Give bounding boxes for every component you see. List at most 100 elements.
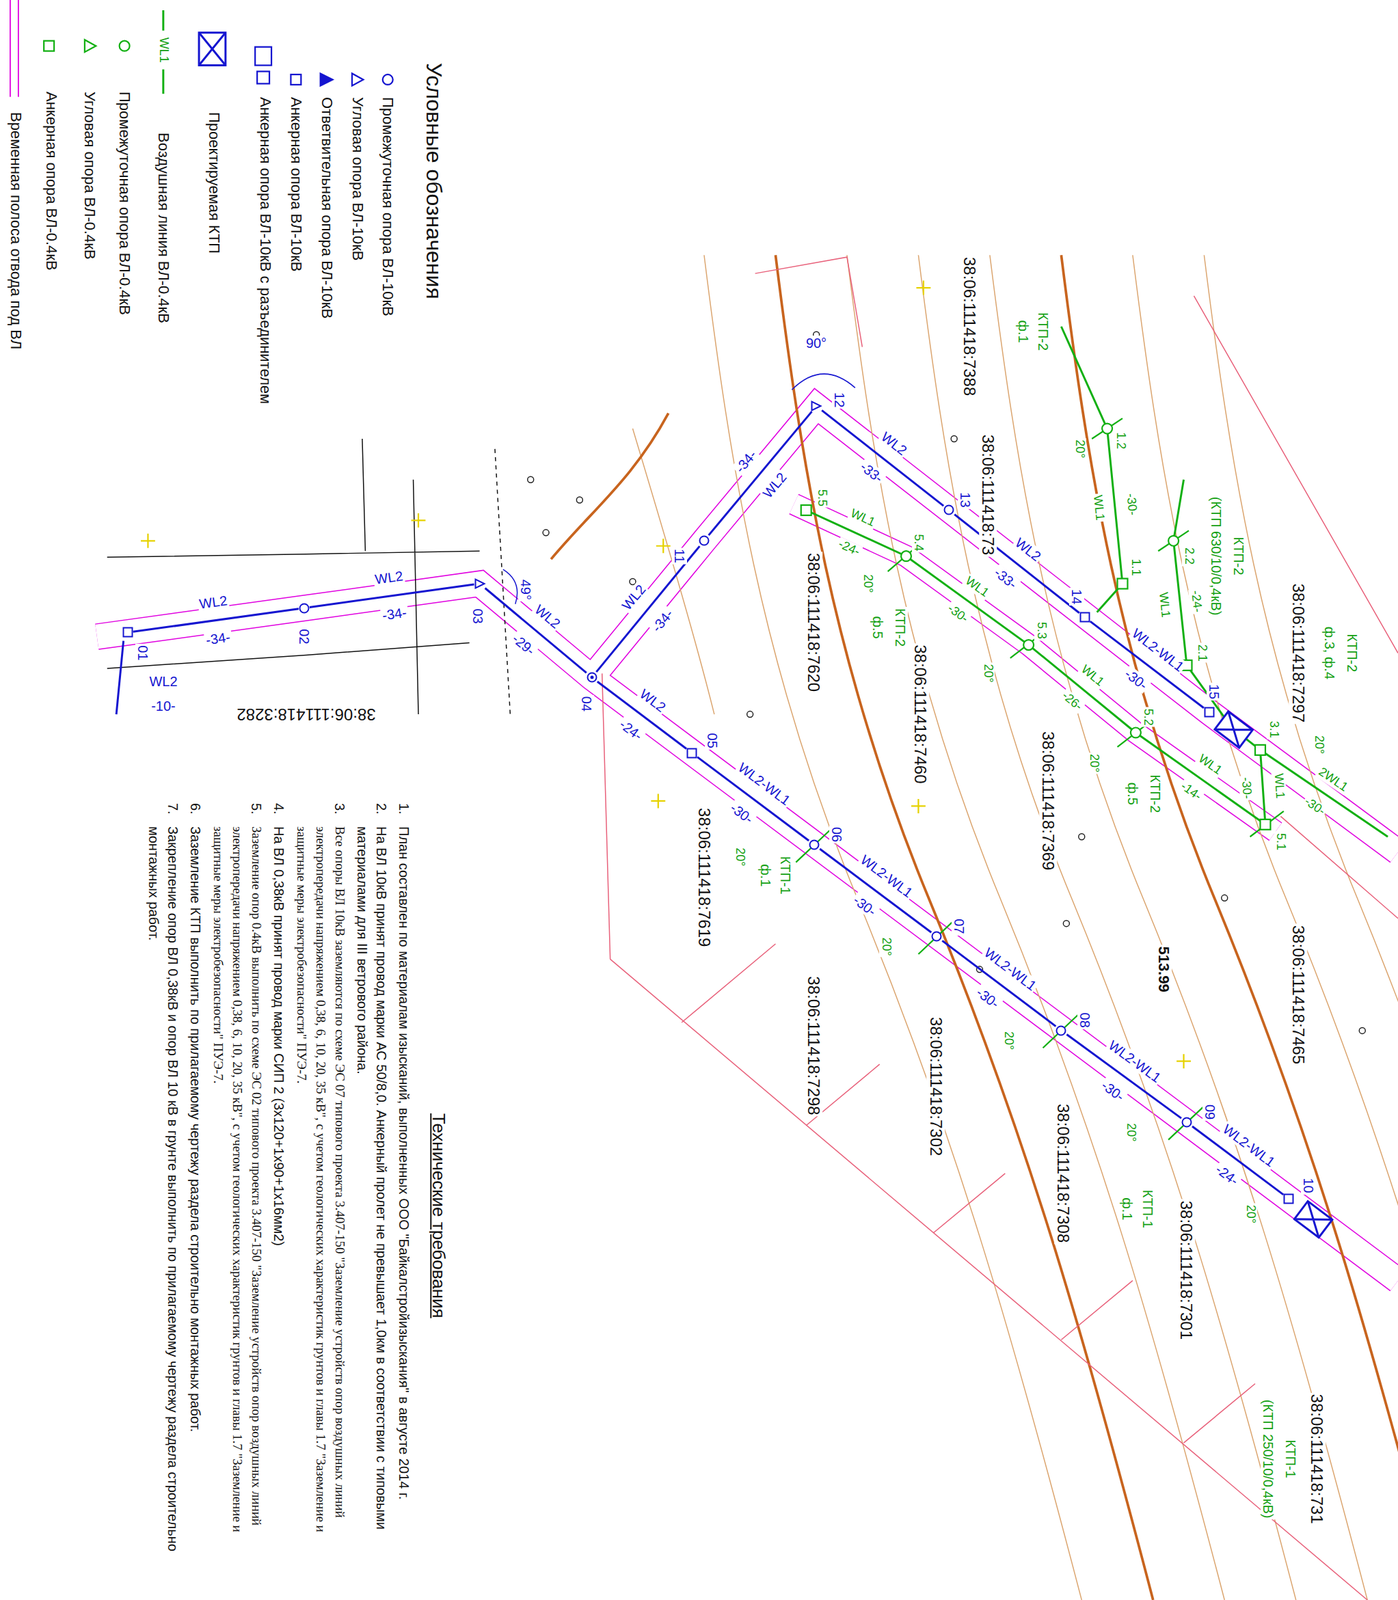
pole-circle [587,673,597,683]
span-length: -34- [648,605,677,637]
pole: 12 [810,400,822,412]
feeder-label: КТП-1 [1140,1188,1156,1230]
pole-number: 11 [671,547,688,565]
pole: 06 [808,839,820,851]
pole-triangle [475,579,485,588]
overhead-line [708,411,813,536]
roads [107,438,511,715]
overhead-line [954,514,1080,614]
pole-symbol [808,839,820,851]
feeder-label: КТП-1 [777,855,793,897]
line-label: WL2-WL1 [1104,1037,1165,1087]
legend-entry: Угловая опора ВЛ-10кВ [349,97,366,261]
pole-number: 03 [470,607,486,625]
pole-symbol [1079,611,1091,623]
pole-number: 13 [957,490,973,509]
line-label: WL2-WL1 [856,851,917,902]
pole: 13 [943,504,955,516]
feeder-label: ф.5 [870,614,886,640]
pole-number: 07 [951,917,967,936]
pole-circle [299,603,309,613]
note-text: Заземление опор 0.4кВ выполнить по схеме… [208,826,266,1573]
overhead-line [597,681,687,749]
pole: 08 [1055,1025,1067,1037]
pole: 01 [122,626,134,638]
parcel-number: 38:06:111418:7369 [1039,730,1057,872]
legend-symbol [198,32,226,66]
note-row: 5.Заземление опор 0.4кВ выполнить по схе… [208,803,266,1573]
legend-line-label: WL1 [156,36,171,65]
pole-symbol [474,578,486,590]
line-label: WL2 [635,685,670,717]
lv-line-label: 2WL1 [1315,764,1352,796]
lv-line-label: WL1 [1155,589,1173,620]
angle-value: 20° [1311,734,1326,756]
lv-pole-number: 3.1 [1266,719,1281,740]
span-length: -26- [1058,688,1086,715]
lv-pole-number: 1.1 [1128,557,1143,577]
note-text: Заземление КТП выполнить по прилагаемому… [185,826,206,1573]
pole-symbol [1283,1193,1295,1205]
pole: 07 [931,931,943,943]
pole-number: 09 [1202,1103,1218,1122]
ktp-cross [1294,1201,1333,1239]
row-band-inner [793,504,1276,832]
span-length: -33- [855,458,887,487]
pole: 02 [298,602,310,614]
elevation: 513.99 [1155,944,1172,994]
line-label: WL2 [373,568,407,588]
note-text: Закрепление опор ВЛ 0,38кВ и опор ВЛ 10 … [144,826,183,1573]
notes-title: Технические требования [429,1112,450,1321]
parcel-number: 38:06:111418:7620 [803,551,822,694]
line-label: WL2 [877,427,911,459]
feeder-label: ф.1 [758,862,774,889]
pole-circle [1056,1026,1066,1035]
legend-text: Анкерная опора ВЛ-10кВ с разъединителем [257,97,275,405]
legend-text: Промежуточная опора ВЛ-10кВ [379,97,397,317]
angle-value: 20° [980,663,995,685]
line-label: WL2-WL1 [1218,1121,1280,1172]
span-length: -24- [1211,1161,1243,1190]
pole: 11 [698,535,710,547]
lv-pole-number: 1.2 [1113,430,1128,451]
pole-number: 01 [135,643,151,662]
pole-number: 14 [1069,587,1085,606]
contour-index-line [550,254,1398,1600]
lv-pole-number: 5.5 [814,488,829,508]
pole-symbol [931,931,943,943]
line-label: WL2-WL1 [734,759,795,810]
line-label: WL2 [147,674,179,690]
substations [116,373,1333,1239]
legend-text: Анкерная опора ВЛ-10кВ [287,97,305,273]
survey-point [1078,834,1085,841]
overhead-line [596,546,700,672]
survey-point [1063,920,1070,927]
pole-circle [699,536,709,546]
pole-circle [932,932,942,942]
span-length: -30- [1300,794,1329,820]
pole: 03 [474,578,486,590]
lv-pole-number: 5.3 [1034,620,1048,641]
span-length: -30- [1097,1077,1129,1106]
span-length: -30- [1238,775,1254,802]
note-row: 1.План составлен по материалам изысканий… [394,803,414,1573]
overhead-line [133,609,299,633]
angle-value: 20° [1123,1121,1138,1144]
angle-value: 20° [1086,752,1101,774]
parcel-number: 38:06:111418:731 [1307,1393,1325,1526]
lv-line-label: WL1 [1271,771,1288,801]
legend-text: Анкерная опора ВЛ-0.4кВ [43,91,61,271]
survey-point [747,711,754,718]
parcel-number: 38:06:111418:73 [978,433,997,558]
pole-symbol [698,535,710,547]
legend-symbol [119,41,130,52]
legend-entry: Промежуточная опора ВЛ-0.4кВ [116,91,133,316]
parcel-number: 38:06:111418:7460 [911,643,930,785]
road-edge [107,438,480,715]
feeder-label: ф.1 [1119,1196,1135,1222]
note-row: 3.Все опоры ВЛ 10кВ заземляются по схеме… [291,803,350,1573]
note-number: 4. [269,803,289,827]
angle-value: 20° [1072,438,1087,460]
parcel-number: 38:06:111418:3282 [235,705,377,724]
lv-pole-number: 2.2 [1181,546,1196,567]
